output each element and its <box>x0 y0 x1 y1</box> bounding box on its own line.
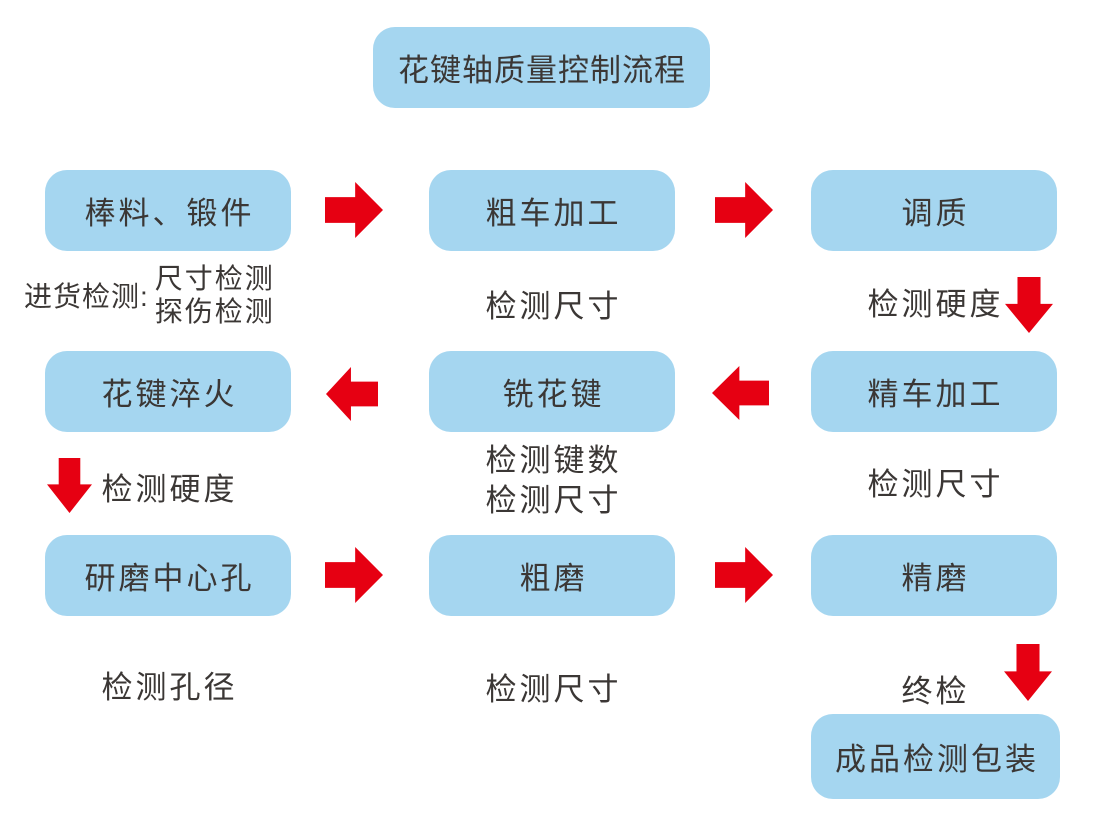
process-box-fine-grinding: 精磨 <box>811 535 1057 616</box>
arrow-left-icon-1 <box>326 367 378 421</box>
process-box-finished-packaging-label: 成品检测包装 <box>835 742 1039 777</box>
process-box-quench-temper: 调质 <box>811 170 1057 251</box>
inspection-label-after-quench-temper: 检测硬度 <box>867 287 1004 322</box>
incoming-inspection-label: 进货检测: 尺寸检测 探伤检测 <box>24 262 275 328</box>
process-box-rough-turning: 粗车加工 <box>429 170 675 251</box>
inspection-label-after-spline-milling: 检测键数 检测尺寸 <box>429 441 675 521</box>
process-box-finish-turning: 精车加工 <box>811 351 1057 432</box>
process-box-rough-turning-label: 粗车加工 <box>485 196 622 231</box>
process-box-raw-material: 棒料、锻件 <box>45 170 291 251</box>
inspection-label-final-inspection: 终检 <box>901 674 970 709</box>
process-box-finished-packaging: 成品检测包装 <box>811 714 1060 799</box>
inspection-label-after-spline-quenching: 检测硬度 <box>101 472 238 507</box>
process-box-spline-quenching-label: 花键淬火 <box>101 377 238 412</box>
process-box-grind-center-hole-label: 研磨中心孔 <box>84 561 255 596</box>
flow-title-label: 花键轴质量控制流程 <box>398 53 686 88</box>
incoming-inspection-items: 尺寸检测 探伤检测 <box>155 262 275 328</box>
process-box-fine-grinding-label: 精磨 <box>901 561 970 596</box>
arrow-right-icon-2 <box>715 182 773 238</box>
inspection-label-after-rough-grinding: 检测尺寸 <box>485 672 622 707</box>
arrow-right-icon-4 <box>715 547 773 603</box>
process-box-grind-center-hole: 研磨中心孔 <box>45 535 291 616</box>
process-box-rough-grinding-label: 粗磨 <box>519 561 588 596</box>
arrow-right-icon-3 <box>325 547 383 603</box>
process-box-raw-material-label: 棒料、锻件 <box>84 196 255 231</box>
process-box-spline-quenching: 花键淬火 <box>45 351 291 432</box>
inspection-label-after-grind-center-hole: 检测孔径 <box>101 670 238 705</box>
process-box-finish-turning-label: 精车加工 <box>867 377 1004 412</box>
inspection-label-after-rough-turning: 检测尺寸 <box>485 289 622 324</box>
incoming-inspection-prefix: 进货检测: <box>24 281 149 312</box>
incoming-inspection-item-flaw: 探伤检测 <box>154 296 275 327</box>
inspection-label-key-count: 检测键数 <box>485 443 622 478</box>
inspection-label-after-finish-turning: 检测尺寸 <box>867 467 1004 502</box>
process-box-rough-grinding: 粗磨 <box>429 535 675 616</box>
process-box-spline-milling: 铣花键 <box>429 351 675 432</box>
process-box-quench-temper-label: 调质 <box>901 196 970 231</box>
incoming-inspection-item-size: 尺寸检测 <box>154 263 275 294</box>
arrow-right-icon-1 <box>325 182 383 238</box>
arrow-left-icon-2 <box>712 366 769 420</box>
inspection-label-milling-size: 检测尺寸 <box>485 483 622 518</box>
flow-title-box: 花键轴质量控制流程 <box>373 27 710 108</box>
process-box-spline-milling-label: 铣花键 <box>502 377 605 412</box>
